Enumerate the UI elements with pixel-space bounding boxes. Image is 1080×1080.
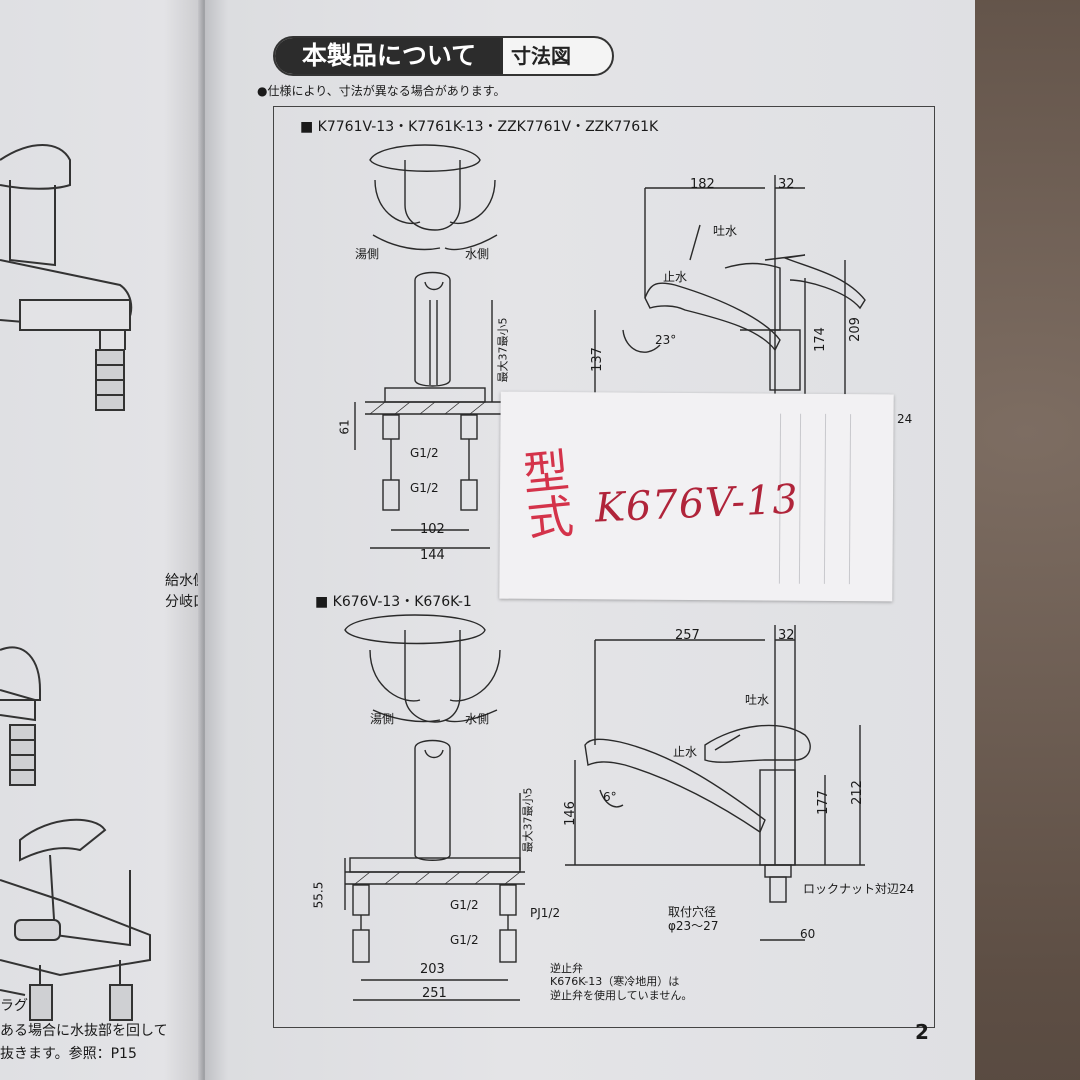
mount-diameter-label: φ23～27	[668, 919, 719, 933]
stop-label-top: 止水	[663, 270, 688, 284]
dim-212: 212	[849, 780, 865, 805]
dim-32-bottom: 32	[778, 628, 795, 643]
dim-60: 60	[800, 927, 816, 941]
pj12-label: PJ1/2	[530, 906, 561, 920]
dim-177: 177	[815, 790, 831, 815]
supply-side-label: 給水側	[165, 573, 205, 589]
drain-instruction-line2: 抜きます。参照：P15	[0, 1046, 137, 1062]
spout-out-label-top: 吐水	[713, 224, 738, 238]
spec-note: ●仕様により、寸法が異なる場合があります。	[257, 84, 506, 98]
dim-251: 251	[422, 986, 447, 1001]
cold-side-label-bottom: 水側	[465, 712, 490, 726]
check-valve-label: 逆止弁	[550, 962, 583, 975]
dim-203: 203	[420, 962, 445, 977]
dim-32-top: 32	[778, 177, 795, 192]
diagram-frame	[273, 106, 935, 1028]
g12-top-2: G1/2	[410, 481, 439, 495]
section-title: 本製品について	[275, 38, 503, 74]
handwritten-model-number: K676V-13	[594, 476, 800, 532]
check-valve-note-1: K676K-13（寒冷地用）は	[550, 975, 680, 988]
g12-bottom-2: G1/2	[450, 933, 479, 947]
lock-nut-label: ロックナット対辺24	[803, 882, 915, 896]
max-min-label-bottom: 最大37最小5	[521, 787, 535, 853]
handwritten-note-card: 型式 K676V-13	[499, 391, 894, 602]
plug-label: ラグ	[0, 998, 28, 1014]
stop-label-bottom: 止水	[673, 745, 698, 759]
handwritten-label: 型式	[513, 445, 577, 543]
section-subtitle: 寸法図	[511, 44, 571, 68]
note-card-bleedthrough	[778, 413, 852, 585]
model-heading-bottom: ■ K676V-13・K676K-1	[315, 594, 472, 610]
mount-hole-label: 取付穴径	[668, 905, 717, 919]
cold-side-label-top: 水側	[465, 247, 490, 261]
check-valve-note-2: 逆止弁を使用していません。	[550, 989, 693, 1002]
left-page: 給水側 分岐口 ラグ ある場合に水抜部を回して 抜きます。参照：P15	[0, 0, 205, 1080]
dimension-drawings	[344, 144, 866, 1001]
dim-61: 61	[337, 419, 352, 435]
dim-146: 146	[562, 801, 578, 826]
g12-top-1: G1/2	[410, 446, 439, 460]
dim-102: 102	[420, 522, 445, 537]
spout-out-label-bottom: 吐水	[745, 693, 770, 707]
dim-137: 137	[589, 347, 605, 372]
g12-bottom-1: G1/2	[450, 898, 479, 912]
dim-55-5: 55.5	[311, 881, 326, 909]
angle-6: 6°	[603, 790, 617, 804]
drain-instruction-line1: ある場合に水抜部を回して	[0, 1023, 168, 1039]
max-min-label-top: 最大37最小5	[496, 317, 510, 383]
hot-side-label-top: 湯側	[355, 247, 380, 261]
section-title-box: 本製品について 寸法図	[273, 36, 614, 76]
dim-24-partial: 24	[897, 412, 913, 426]
dim-209: 209	[847, 317, 863, 342]
dim-174: 174	[812, 327, 828, 352]
angle-23: 23°	[655, 333, 677, 347]
model-heading-top: ■ K7761V-13・K7761K-13・ZZK7761V・ZZK7761K	[300, 119, 659, 135]
hot-side-label-bottom: 湯側	[370, 712, 395, 726]
branch-port-label: 分岐口	[165, 594, 205, 610]
dim-257: 257	[675, 628, 700, 643]
dim-182: 182	[690, 177, 715, 192]
page-number: 2	[915, 1020, 929, 1044]
left-page-illustrations	[0, 144, 151, 1021]
dim-144: 144	[420, 548, 445, 563]
